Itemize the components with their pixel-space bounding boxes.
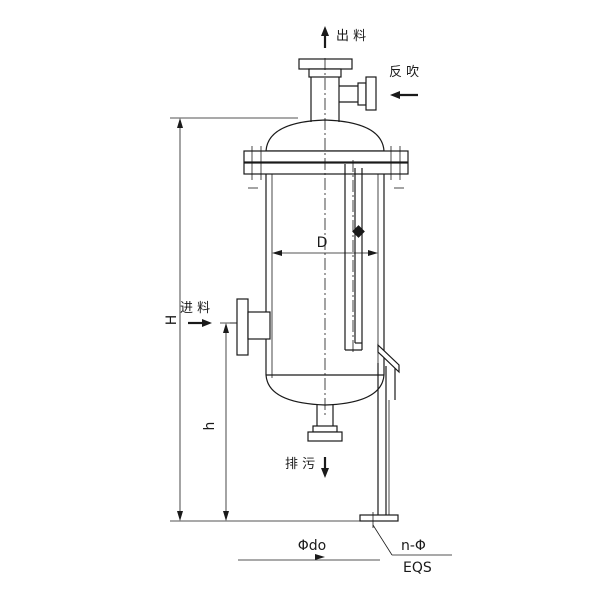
backflush-nozzle [339,76,377,111]
dim-D-label: D [317,235,328,251]
dim-H-label: H [164,315,180,326]
filter-element [344,160,365,355]
backflush-arrow [390,91,418,99]
label-backflush: 反 吹 [389,65,419,80]
label-outlet: 出 料 [336,29,366,44]
drain-arrow [321,457,329,478]
dim-eqs-label: EQS [403,560,432,576]
drain-nozzle [307,405,343,442]
dim-h-label: h [202,422,218,431]
support-leg [359,343,400,528]
outlet-arrow [321,26,329,48]
dimension-do: Φdo [298,538,326,560]
body-flange [243,146,409,189]
inlet-nozzle [236,298,271,356]
label-inlet: 进 料 [180,301,210,316]
dim-do-label: Φdo [298,538,326,554]
top-outlet-nozzle [298,58,353,122]
element-marker [352,225,365,238]
extension-lines [170,117,380,561]
bolt-hole-leader: n-Φ EQS [372,524,452,576]
inlet-arrow [188,319,212,327]
dimension-h: h [202,323,229,521]
dimension-D: D [272,235,378,256]
dimension-H: H [164,118,183,521]
label-drain: 排 污 [285,457,315,472]
dim-n-phi-label: n-Φ [401,538,426,554]
